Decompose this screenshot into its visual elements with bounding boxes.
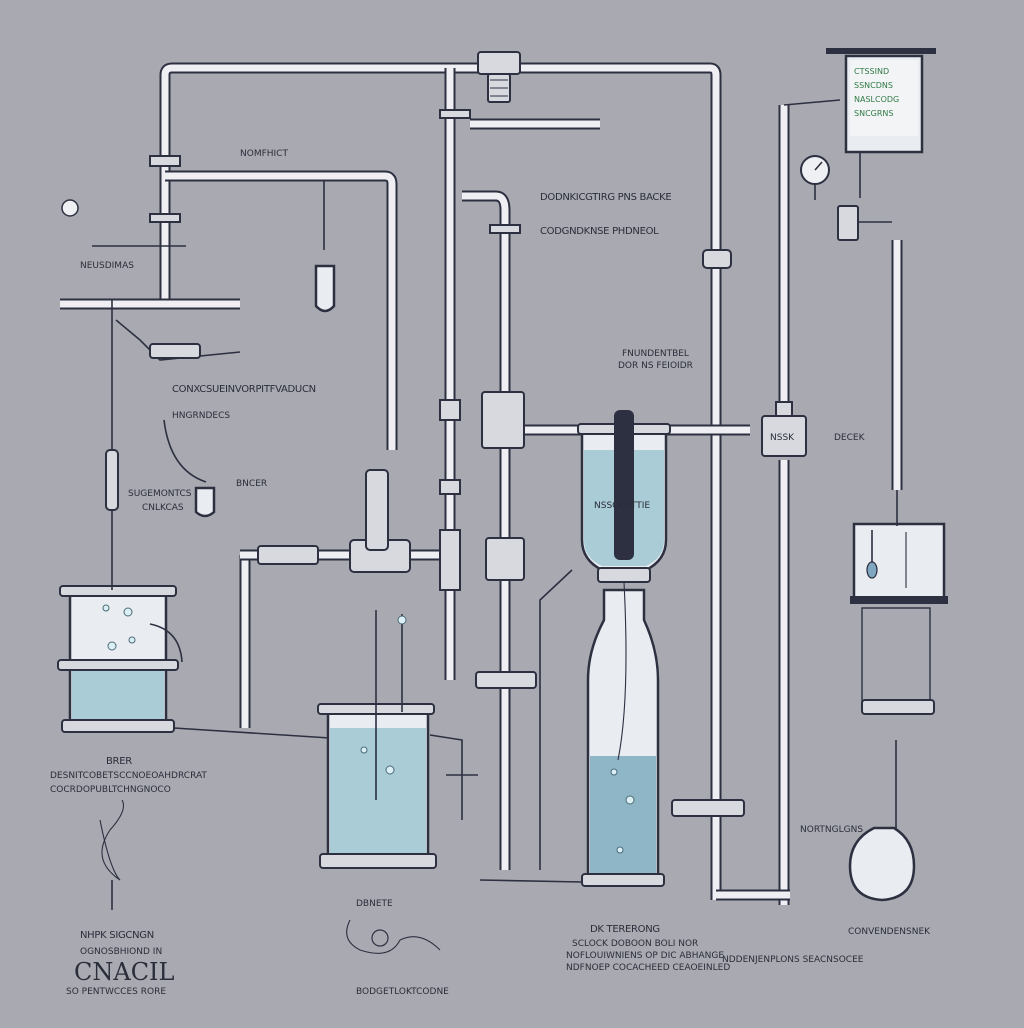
monitor-panel: CTSSIND SSNCDNS NASLCODG SNCGRNS bbox=[826, 48, 936, 198]
label-center-top-b: CODGNDKNSE PHDNEOL bbox=[540, 226, 659, 237]
label-right-flask-b: CONVENDENSNEK bbox=[848, 927, 931, 937]
collection-bottle bbox=[479, 569, 665, 887]
label-bottom-col-a: DK TERERONG bbox=[590, 924, 660, 935]
label-mid-left-small: HNGRNDECS bbox=[172, 411, 230, 421]
bulb-icon bbox=[848, 740, 916, 902]
label-right-box: NSSK bbox=[770, 433, 795, 443]
label-top-left: NOMFHICT bbox=[240, 149, 288, 159]
label-coil-b: CNLKCAS bbox=[142, 503, 184, 513]
label-right-gauge: DECEK bbox=[834, 433, 866, 443]
label-bottom-col-c: NOFLOUIWNIENS OP DIC ABHANGE bbox=[566, 951, 724, 961]
label-center-top-a: DODNKICGTIRG PNS BACKE bbox=[540, 192, 671, 203]
valve-icon[interactable] bbox=[761, 401, 807, 457]
label-flask: NSSCKOTTIE bbox=[594, 501, 650, 511]
center-column-fittings bbox=[257, 109, 537, 689]
gauge-icon bbox=[800, 155, 830, 200]
label-coil-a: SUGEMONTCS bbox=[128, 489, 192, 499]
label-center-mid-b: DOR NS FEIOIDR bbox=[618, 361, 693, 371]
separation-flask bbox=[577, 410, 671, 583]
right-reservoir bbox=[850, 490, 948, 715]
label-side-left: NEUSDIMAS bbox=[80, 261, 134, 271]
label-coil-c: BNCER bbox=[236, 479, 267, 489]
label-bottom-left-b: OGNOSBHIOND IN bbox=[80, 947, 162, 957]
label-right-flask-a: NORTNGLGNS bbox=[800, 825, 863, 835]
flask-icon bbox=[346, 919, 441, 954]
center-beaker bbox=[317, 610, 478, 869]
label-beaker-title: BRER bbox=[106, 756, 132, 767]
labels: NOMFHICT NEUSDIMAS CONXCSUEINVORPITFVADU… bbox=[50, 149, 931, 997]
label-bottom-center: DBNETE bbox=[356, 899, 393, 909]
connector-wire bbox=[173, 727, 331, 739]
label-mid-left: CONXCSUEINVORPITFVADUCN bbox=[172, 384, 316, 395]
pipe-coupling bbox=[671, 799, 745, 817]
left-fixtures bbox=[61, 155, 336, 910]
left-water-bath bbox=[57, 585, 183, 733]
monitor-line: NASLCODG bbox=[854, 95, 899, 104]
label-bottom-col-d: NDFNOEP COCACHEED CEAOEINLED bbox=[566, 963, 730, 973]
label-bottom-left-a: NHPK SIGCNGN bbox=[80, 930, 154, 941]
label-bottom-col-b: SCLOCK DOBOON BOLI NOR bbox=[572, 939, 698, 949]
valve-icon[interactable] bbox=[477, 51, 521, 103]
pipe-coupling bbox=[702, 249, 732, 269]
label-bottom-center-small: BODGETLOKTCODNE bbox=[356, 987, 449, 997]
monitor-line: CTSSIND bbox=[854, 67, 889, 76]
label-bottom-col-e: NDDENJENPLONS SEACNSOCEE bbox=[722, 955, 864, 965]
label-bottom-left-big: CNACIL bbox=[74, 958, 175, 986]
label-center-mid-a: FNUNDENTBEL bbox=[622, 349, 689, 359]
monitor-line: SSNCDNS bbox=[854, 81, 893, 90]
label-beaker-desc-2: COCRDOPUBLTCHNGNOCO bbox=[50, 785, 171, 795]
monitor-line: SNCGRNS bbox=[854, 109, 893, 118]
label-beaker-desc-1: DESNITCOBETSCCNOEOAHDRCRAT bbox=[50, 771, 207, 781]
pipe-coupling bbox=[837, 205, 859, 241]
label-bottom-left-small: SO PENTWCCES RORE bbox=[66, 987, 166, 997]
